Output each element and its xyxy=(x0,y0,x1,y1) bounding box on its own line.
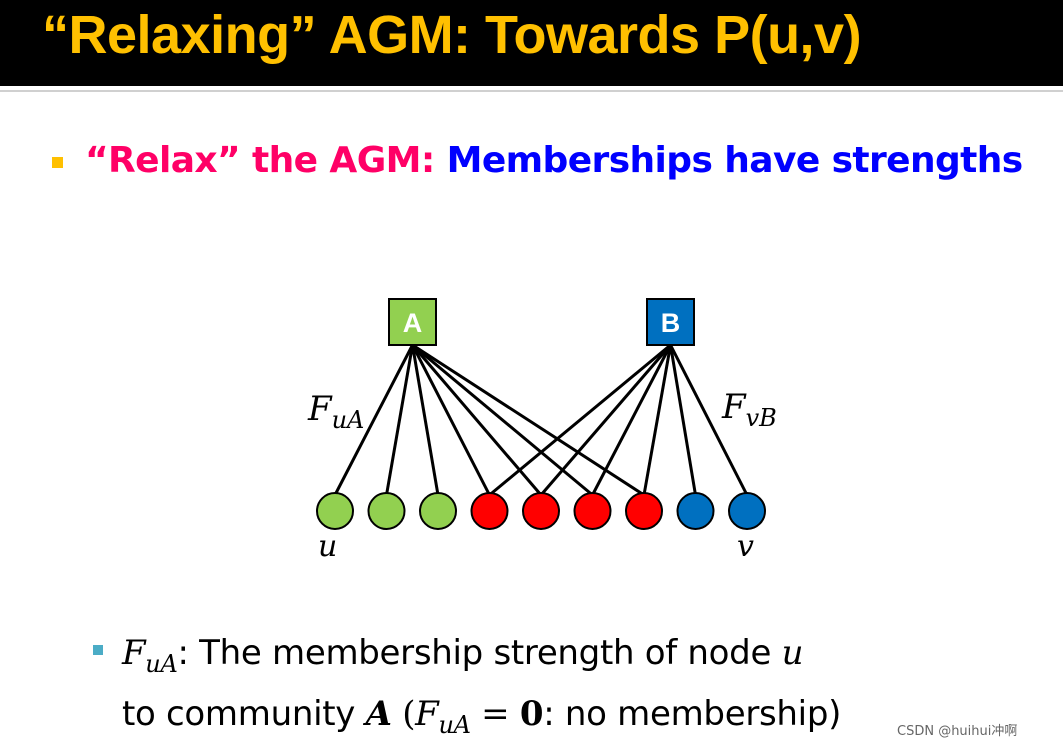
member-node-4 xyxy=(522,492,560,530)
edge-a-4 xyxy=(411,344,543,496)
edge-label-fvb: FvB xyxy=(721,387,777,432)
edge-a-0 xyxy=(333,344,414,496)
edge-label-fua: FuA xyxy=(307,389,364,434)
member-node-1 xyxy=(367,492,406,530)
node-label-u: u xyxy=(318,529,337,564)
f-ua-symbol: FuA xyxy=(122,633,178,678)
edge-b-6 xyxy=(642,344,672,496)
member-nodes xyxy=(316,492,766,530)
member-node-8 xyxy=(728,492,766,530)
title-divider xyxy=(0,90,1063,92)
relax-text: “Relax” the AGM: xyxy=(85,140,447,181)
community-a-label: A xyxy=(403,308,423,338)
membership-edges xyxy=(333,343,749,497)
edge-b-7 xyxy=(669,344,697,496)
community-b-box xyxy=(646,298,695,346)
slide-title: “Relaxing” AGM: Towards P(u,v) xyxy=(42,5,862,65)
member-node-2 xyxy=(419,492,457,530)
community-b-label: B xyxy=(661,308,681,338)
f-ua-symbol-2: FuA xyxy=(415,694,471,739)
member-node-6 xyxy=(625,492,663,530)
edge-b-3 xyxy=(488,343,672,497)
title-bar xyxy=(0,0,1063,86)
node-label-v: v xyxy=(737,529,754,564)
member-node-3 xyxy=(470,492,509,530)
sub-bullet-icon xyxy=(93,645,103,655)
edge-a-1 xyxy=(385,344,414,496)
member-node-5 xyxy=(573,492,612,530)
member-node-0 xyxy=(316,492,354,530)
edge-a-3 xyxy=(411,344,491,496)
strengths-text: Memberships have strengths xyxy=(446,140,1024,181)
edge-a-6 xyxy=(411,343,645,497)
u-symbol: u xyxy=(781,633,804,673)
definition-line-2: to community A (FuA = 0: no membership) xyxy=(122,694,842,739)
membership-definition: FuA: The membership strength of node u t… xyxy=(122,628,841,750)
square-bullet-icon xyxy=(52,157,63,168)
edge-b-8 xyxy=(669,344,749,496)
member-node-7 xyxy=(676,492,715,530)
definition-line-1: FuA: The membership strength of node u xyxy=(122,633,804,678)
main-bullet: “Relax” the AGM: Memberships have streng… xyxy=(85,138,1023,184)
community-a-box xyxy=(388,298,437,346)
edge-a-2 xyxy=(411,344,440,496)
a-symbol: A xyxy=(365,694,392,734)
edge-a-5 xyxy=(411,343,594,497)
csdn-watermark: CSDN @huihui冲啊 xyxy=(897,724,1018,739)
